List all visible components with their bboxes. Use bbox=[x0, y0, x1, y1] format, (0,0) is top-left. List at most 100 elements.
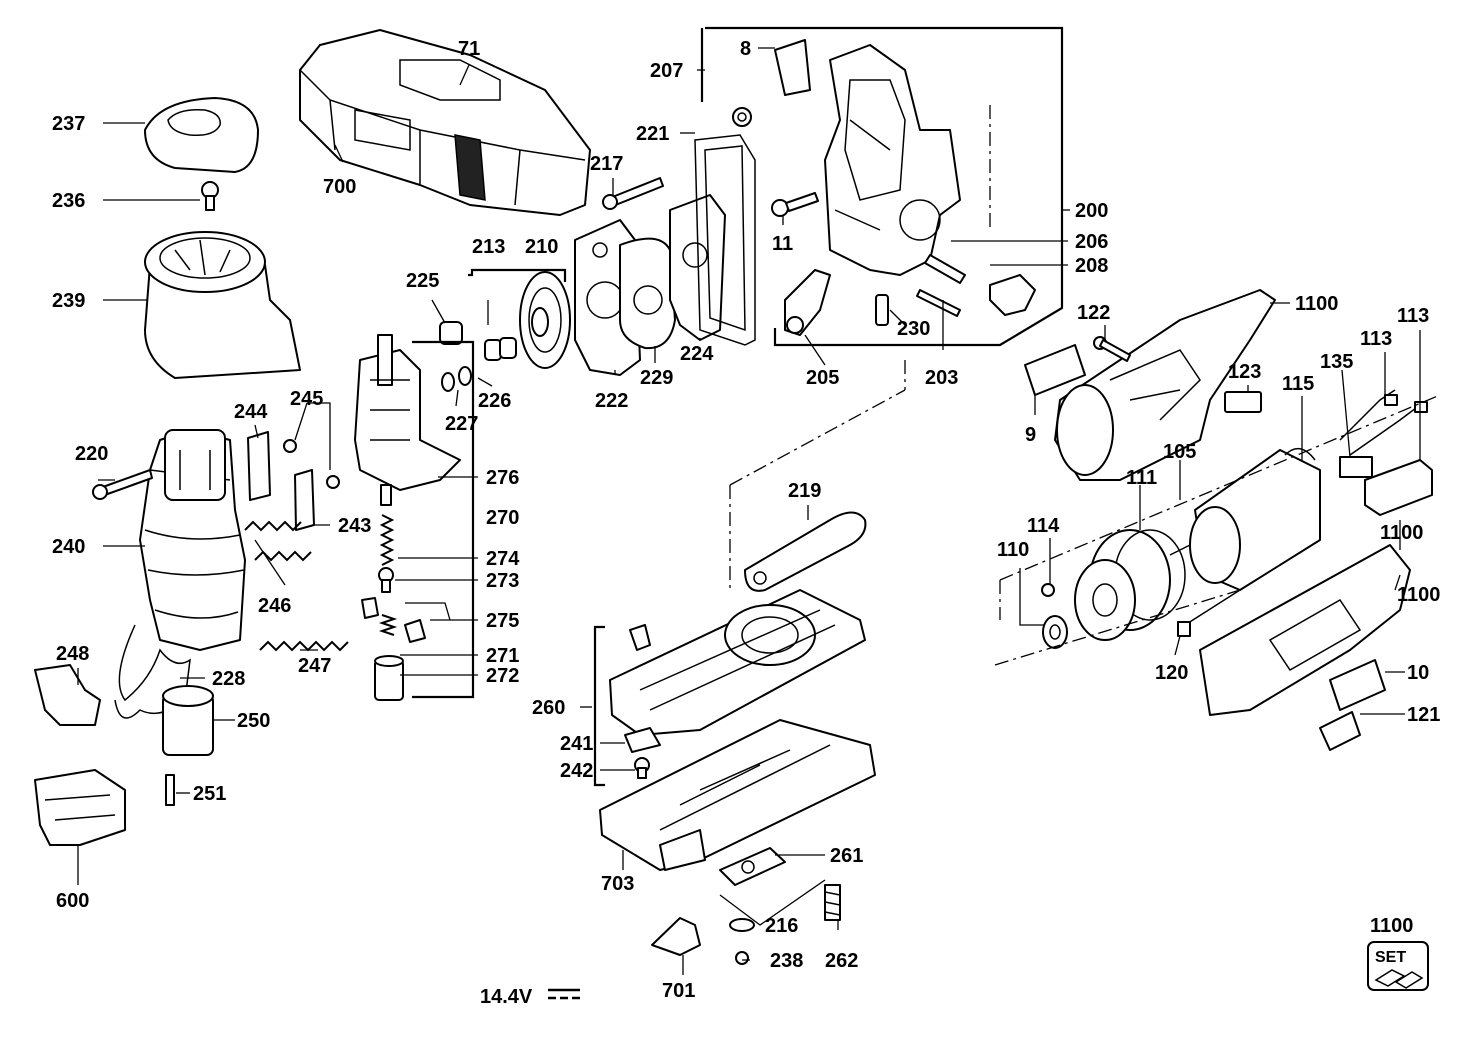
guard-701-part bbox=[651, 917, 701, 956]
brush-holder-part bbox=[247, 431, 340, 531]
guard-600-part bbox=[34, 769, 126, 846]
set-badge-number: 1100 bbox=[1370, 915, 1413, 937]
shoe-260-part bbox=[609, 589, 866, 736]
screw-220-part bbox=[92, 469, 153, 500]
clamp-275-part bbox=[361, 597, 426, 643]
callout-270: 270 bbox=[486, 507, 519, 529]
callout-105: 105 bbox=[1163, 441, 1196, 463]
cap-screw-part bbox=[201, 181, 219, 211]
callout-240: 240 bbox=[52, 536, 85, 558]
callout-205: 205 bbox=[806, 367, 839, 389]
set-kit-icon bbox=[1374, 969, 1424, 989]
callout-220: 220 bbox=[75, 443, 108, 465]
callout-11: 11 bbox=[772, 233, 793, 255]
callout-224: 224 bbox=[680, 343, 714, 365]
callout-701: 701 bbox=[662, 980, 695, 1002]
wire-120-part bbox=[1177, 589, 1241, 637]
callout-243: 243 bbox=[338, 515, 371, 537]
plate-224-part bbox=[669, 194, 726, 341]
callout-208: 208 bbox=[1075, 255, 1108, 277]
set-badge-text: SET bbox=[1375, 949, 1406, 966]
callout-111: 111 bbox=[1126, 467, 1157, 489]
callout-226: 226 bbox=[478, 390, 511, 412]
screw-11-part bbox=[771, 192, 819, 217]
block-123-part bbox=[1224, 391, 1262, 413]
callout-1100a: 1100 bbox=[1295, 293, 1338, 315]
callout-113a: 113 bbox=[1397, 305, 1429, 327]
carry-case-part bbox=[299, 29, 591, 216]
cap-housing-part bbox=[144, 231, 301, 379]
callout-135: 135 bbox=[1320, 351, 1353, 373]
group-brackets bbox=[412, 26, 1070, 787]
callout-110: 110 bbox=[997, 539, 1029, 561]
callout-241: 241 bbox=[560, 733, 593, 755]
callout-206: 206 bbox=[1075, 231, 1108, 253]
callout-1100c: 1100 bbox=[1397, 584, 1440, 606]
screw-114-part bbox=[1041, 583, 1055, 597]
callout-248: 248 bbox=[56, 643, 89, 665]
pin-203-part bbox=[916, 289, 961, 317]
clamp-261-part bbox=[719, 847, 786, 886]
callout-230: 230 bbox=[897, 318, 930, 340]
callout-207: 207 bbox=[650, 60, 683, 82]
callout-276: 276 bbox=[486, 467, 519, 489]
collar-272-part bbox=[374, 655, 404, 701]
clip-207-part bbox=[732, 107, 752, 127]
callout-200: 200 bbox=[1075, 200, 1108, 222]
callout-123: 123 bbox=[1228, 361, 1261, 383]
callout-121: 121 bbox=[1407, 704, 1440, 726]
label-8-part bbox=[774, 39, 811, 96]
callout-120: 120 bbox=[1155, 662, 1188, 684]
gasket-229-part bbox=[619, 237, 676, 350]
module-135-part bbox=[1339, 456, 1373, 478]
callout-219: 219 bbox=[788, 480, 821, 502]
clip-248-part bbox=[34, 664, 101, 726]
callout-225: 225 bbox=[406, 270, 439, 292]
callout-217: 217 bbox=[590, 153, 623, 175]
callout-8: 8 bbox=[740, 38, 751, 60]
label-9-part bbox=[1024, 344, 1086, 396]
motor-housing-1100-part bbox=[1054, 289, 1276, 481]
callout-203: 203 bbox=[925, 367, 958, 389]
pin-206-part bbox=[924, 254, 966, 284]
callout-1100b: 1100 bbox=[1380, 522, 1423, 544]
leader-lines bbox=[77, 47, 1421, 975]
callout-221: 221 bbox=[636, 123, 669, 145]
knob-208-part bbox=[989, 274, 1036, 316]
switch-1100-part bbox=[1364, 459, 1433, 516]
plunger-assembly-part bbox=[354, 334, 461, 506]
set-badge: 1100 SET bbox=[1367, 915, 1429, 991]
knob-250-part bbox=[162, 685, 214, 806]
bearing-110-part bbox=[1042, 615, 1068, 649]
callout-272: 272 bbox=[486, 665, 519, 687]
callout-238: 238 bbox=[770, 950, 803, 972]
callout-600: 600 bbox=[56, 890, 89, 912]
upper-housing-part bbox=[139, 429, 246, 651]
voltage-text: 14.4V bbox=[480, 986, 533, 1008]
callout-262: 262 bbox=[825, 950, 858, 972]
top-cap-part bbox=[144, 97, 259, 173]
callout-250: 250 bbox=[237, 710, 270, 732]
callout-122: 122 bbox=[1077, 302, 1110, 324]
screw-217-part bbox=[602, 177, 664, 210]
screw-262-part bbox=[824, 884, 841, 921]
callout-71: 71 bbox=[458, 38, 480, 60]
screw-122-part bbox=[1093, 336, 1131, 362]
callout-260: 260 bbox=[532, 697, 565, 719]
callout-113b: 113 bbox=[1360, 328, 1392, 350]
callout-242: 242 bbox=[560, 760, 593, 782]
screw-242-part bbox=[634, 757, 650, 779]
dc-symbol-icon bbox=[548, 988, 580, 1000]
voltage-label: 14.4V bbox=[480, 986, 580, 1008]
callout-236: 236 bbox=[52, 190, 85, 212]
callout-245: 245 bbox=[290, 388, 323, 410]
gearbox-111-part bbox=[1074, 529, 1186, 641]
callout-261: 261 bbox=[830, 845, 863, 867]
callout-244: 244 bbox=[234, 401, 268, 423]
plate-241-part bbox=[624, 727, 661, 753]
callout-210: 210 bbox=[525, 236, 558, 258]
callout-237: 237 bbox=[52, 113, 85, 135]
callout-246: 246 bbox=[258, 595, 291, 617]
callout-222: 222 bbox=[595, 390, 628, 412]
